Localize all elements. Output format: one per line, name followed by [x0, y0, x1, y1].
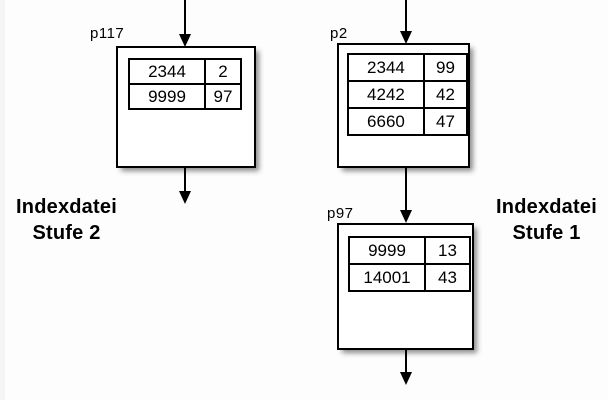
table-cell-pointer: 2	[204, 58, 242, 85]
table-cell-key: 9999	[348, 236, 426, 265]
arrowhead-into-p117-icon	[179, 34, 191, 47]
arrow-line-into-p117	[184, 0, 186, 34]
page-edge-strip	[0, 0, 5, 400]
arrow-line-p2-to-p97	[405, 168, 407, 211]
node-box-p2: 2344 99 4242 42 6660 47	[337, 43, 470, 168]
table-row: 9999 13	[348, 236, 471, 265]
arrow-line-out-of-p97	[405, 350, 407, 373]
caption-line-1: Indexdatei	[16, 196, 117, 218]
table-cell-key: 4242	[347, 80, 425, 109]
table-row: 4242 42	[347, 80, 469, 109]
table-cell-pointer: 97	[204, 83, 242, 110]
node-label-p2: p2	[330, 25, 348, 42]
caption-line-2: Stufe 2	[32, 222, 101, 244]
table-row: 14001 43	[348, 263, 471, 292]
table-cell-pointer: 47	[422, 107, 469, 136]
table-row: 2344 99	[347, 53, 469, 82]
arrowhead-out-of-p97-icon	[400, 372, 412, 385]
node-table-p97: 9999 13 14001 43	[348, 236, 471, 292]
arrowhead-into-p2-icon	[400, 31, 412, 44]
node-label-p97: p97	[327, 205, 354, 222]
table-cell-pointer: 99	[422, 53, 469, 82]
table-row: 6660 47	[347, 107, 469, 136]
node-label-p117: p117	[90, 25, 125, 42]
caption-line-2: Stufe 1	[512, 222, 581, 244]
node-table-p2: 2344 99 4242 42 6660 47	[347, 53, 469, 136]
table-cell-pointer: 13	[424, 236, 471, 265]
caption-indexdatei-stufe-1: Indexdatei Stufe 1	[484, 194, 608, 246]
caption-line-1: Indexdatei	[496, 196, 597, 218]
table-cell-key: 14001	[348, 263, 426, 292]
arrow-line-out-of-p117	[184, 168, 186, 192]
table-cell-key: 2344	[128, 58, 206, 85]
table-cell-key: 6660	[347, 107, 425, 136]
node-box-p97: 9999 13 14001 43	[337, 223, 474, 350]
table-cell-key: 2344	[347, 53, 425, 82]
table-cell-pointer: 42	[422, 80, 469, 109]
arrowhead-out-of-p117-icon	[179, 191, 191, 204]
table-row: 2344 2	[128, 58, 242, 85]
node-box-p117: 2344 2 9999 97	[116, 46, 256, 168]
table-row: 9999 97	[128, 83, 242, 110]
node-table-p117: 2344 2 9999 97	[128, 58, 242, 110]
arrow-line-into-p2	[405, 0, 407, 31]
table-cell-key: 9999	[128, 83, 206, 110]
table-cell-pointer: 43	[424, 263, 471, 292]
caption-indexdatei-stufe-2: Indexdatei Stufe 2	[4, 194, 129, 246]
arrowhead-p2-to-p97-icon	[400, 210, 412, 223]
